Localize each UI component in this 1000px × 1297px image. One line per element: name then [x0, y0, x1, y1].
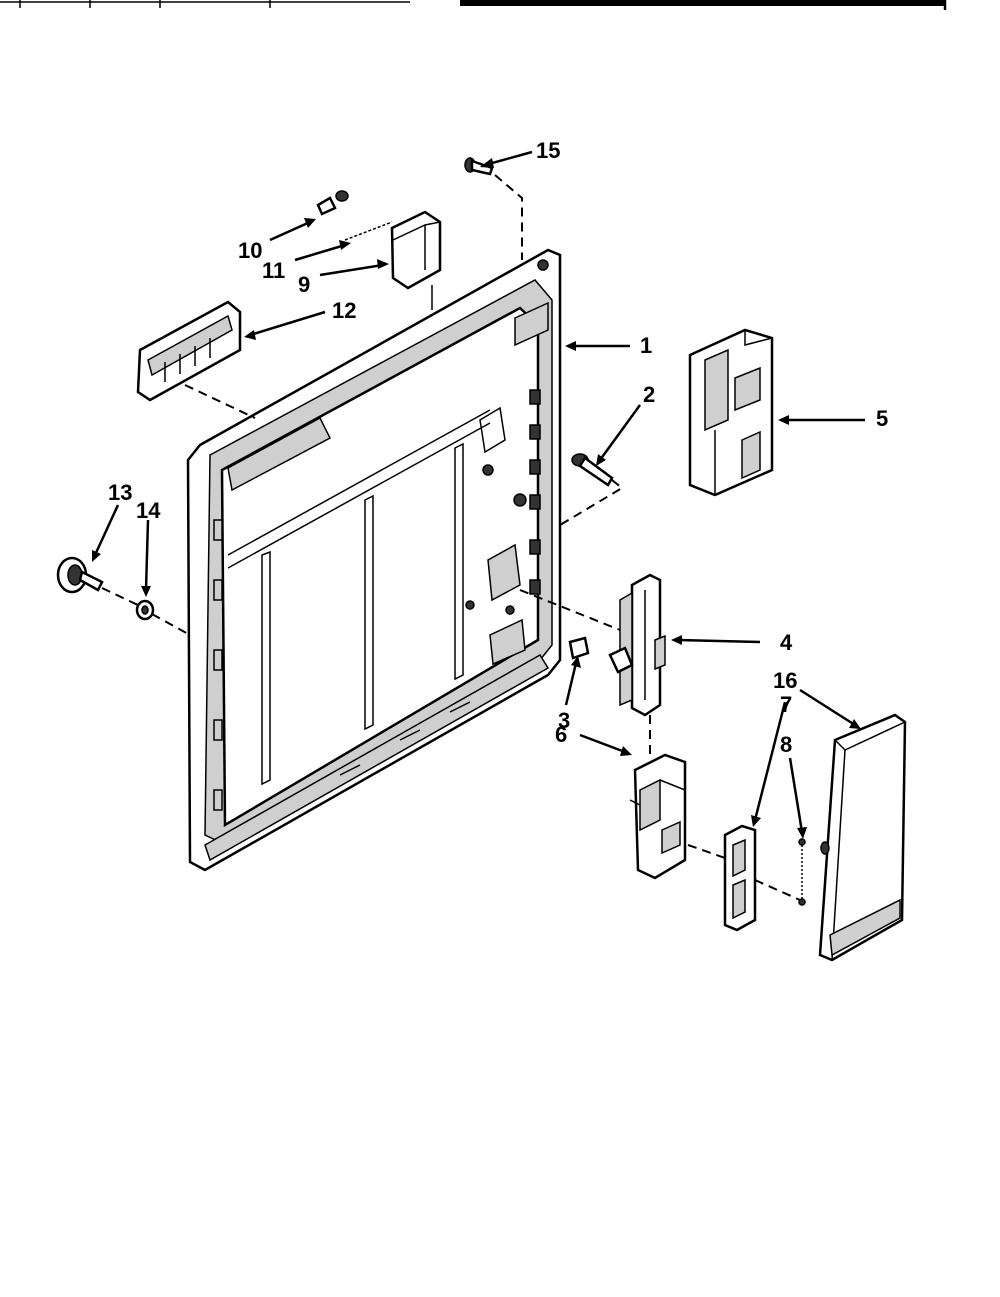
vent-slots: [164, 338, 211, 382]
leader-lines: [92, 150, 865, 839]
panel-ribs: [261, 442, 464, 786]
callout-9: 9: [298, 272, 310, 297]
callout-16: 16: [773, 668, 797, 693]
lever-7: [723, 824, 757, 932]
callout-11: 11: [262, 258, 285, 283]
callout-2: 2: [643, 382, 655, 407]
switch-housing-5: [688, 328, 774, 497]
knob-13: [56, 556, 104, 594]
callout-14: 14: [136, 498, 161, 523]
vent-cover-12: [136, 300, 242, 402]
nut-14: [135, 599, 155, 621]
panel-right-slots: [529, 389, 541, 595]
callout-4: 4: [780, 630, 793, 655]
screw-10: [316, 190, 349, 216]
callout-3: 3: [558, 708, 570, 733]
side-cover-16: [818, 713, 907, 962]
actuator-6: [629, 753, 687, 880]
callout-10: 10: [238, 238, 262, 263]
callout-1: 1: [640, 333, 652, 358]
hinge-bracket-9: [390, 210, 442, 310]
screw-2: [571, 453, 614, 487]
callout-5: 5: [876, 406, 888, 431]
callout-6: 6: [555, 722, 567, 747]
panel-left-notches: [213, 519, 223, 811]
nut-3: [568, 636, 590, 660]
callout-12: 12: [332, 298, 356, 323]
screw-11: [344, 221, 393, 241]
header-rule: [0, 0, 947, 10]
callout-labels: 1 2 3 4 5 6 7 8 9 10 11 12 13 14 15 16: [108, 138, 888, 757]
callout-13: 13: [108, 480, 132, 505]
callout-7: 7: [780, 692, 792, 717]
inner-door-panel: [186, 248, 562, 872]
screw-15: [464, 157, 494, 176]
callout-8: 8: [780, 732, 792, 757]
callout-15: 15: [536, 138, 560, 163]
door-latch-4: [608, 573, 666, 717]
spring-8: [798, 838, 806, 906]
